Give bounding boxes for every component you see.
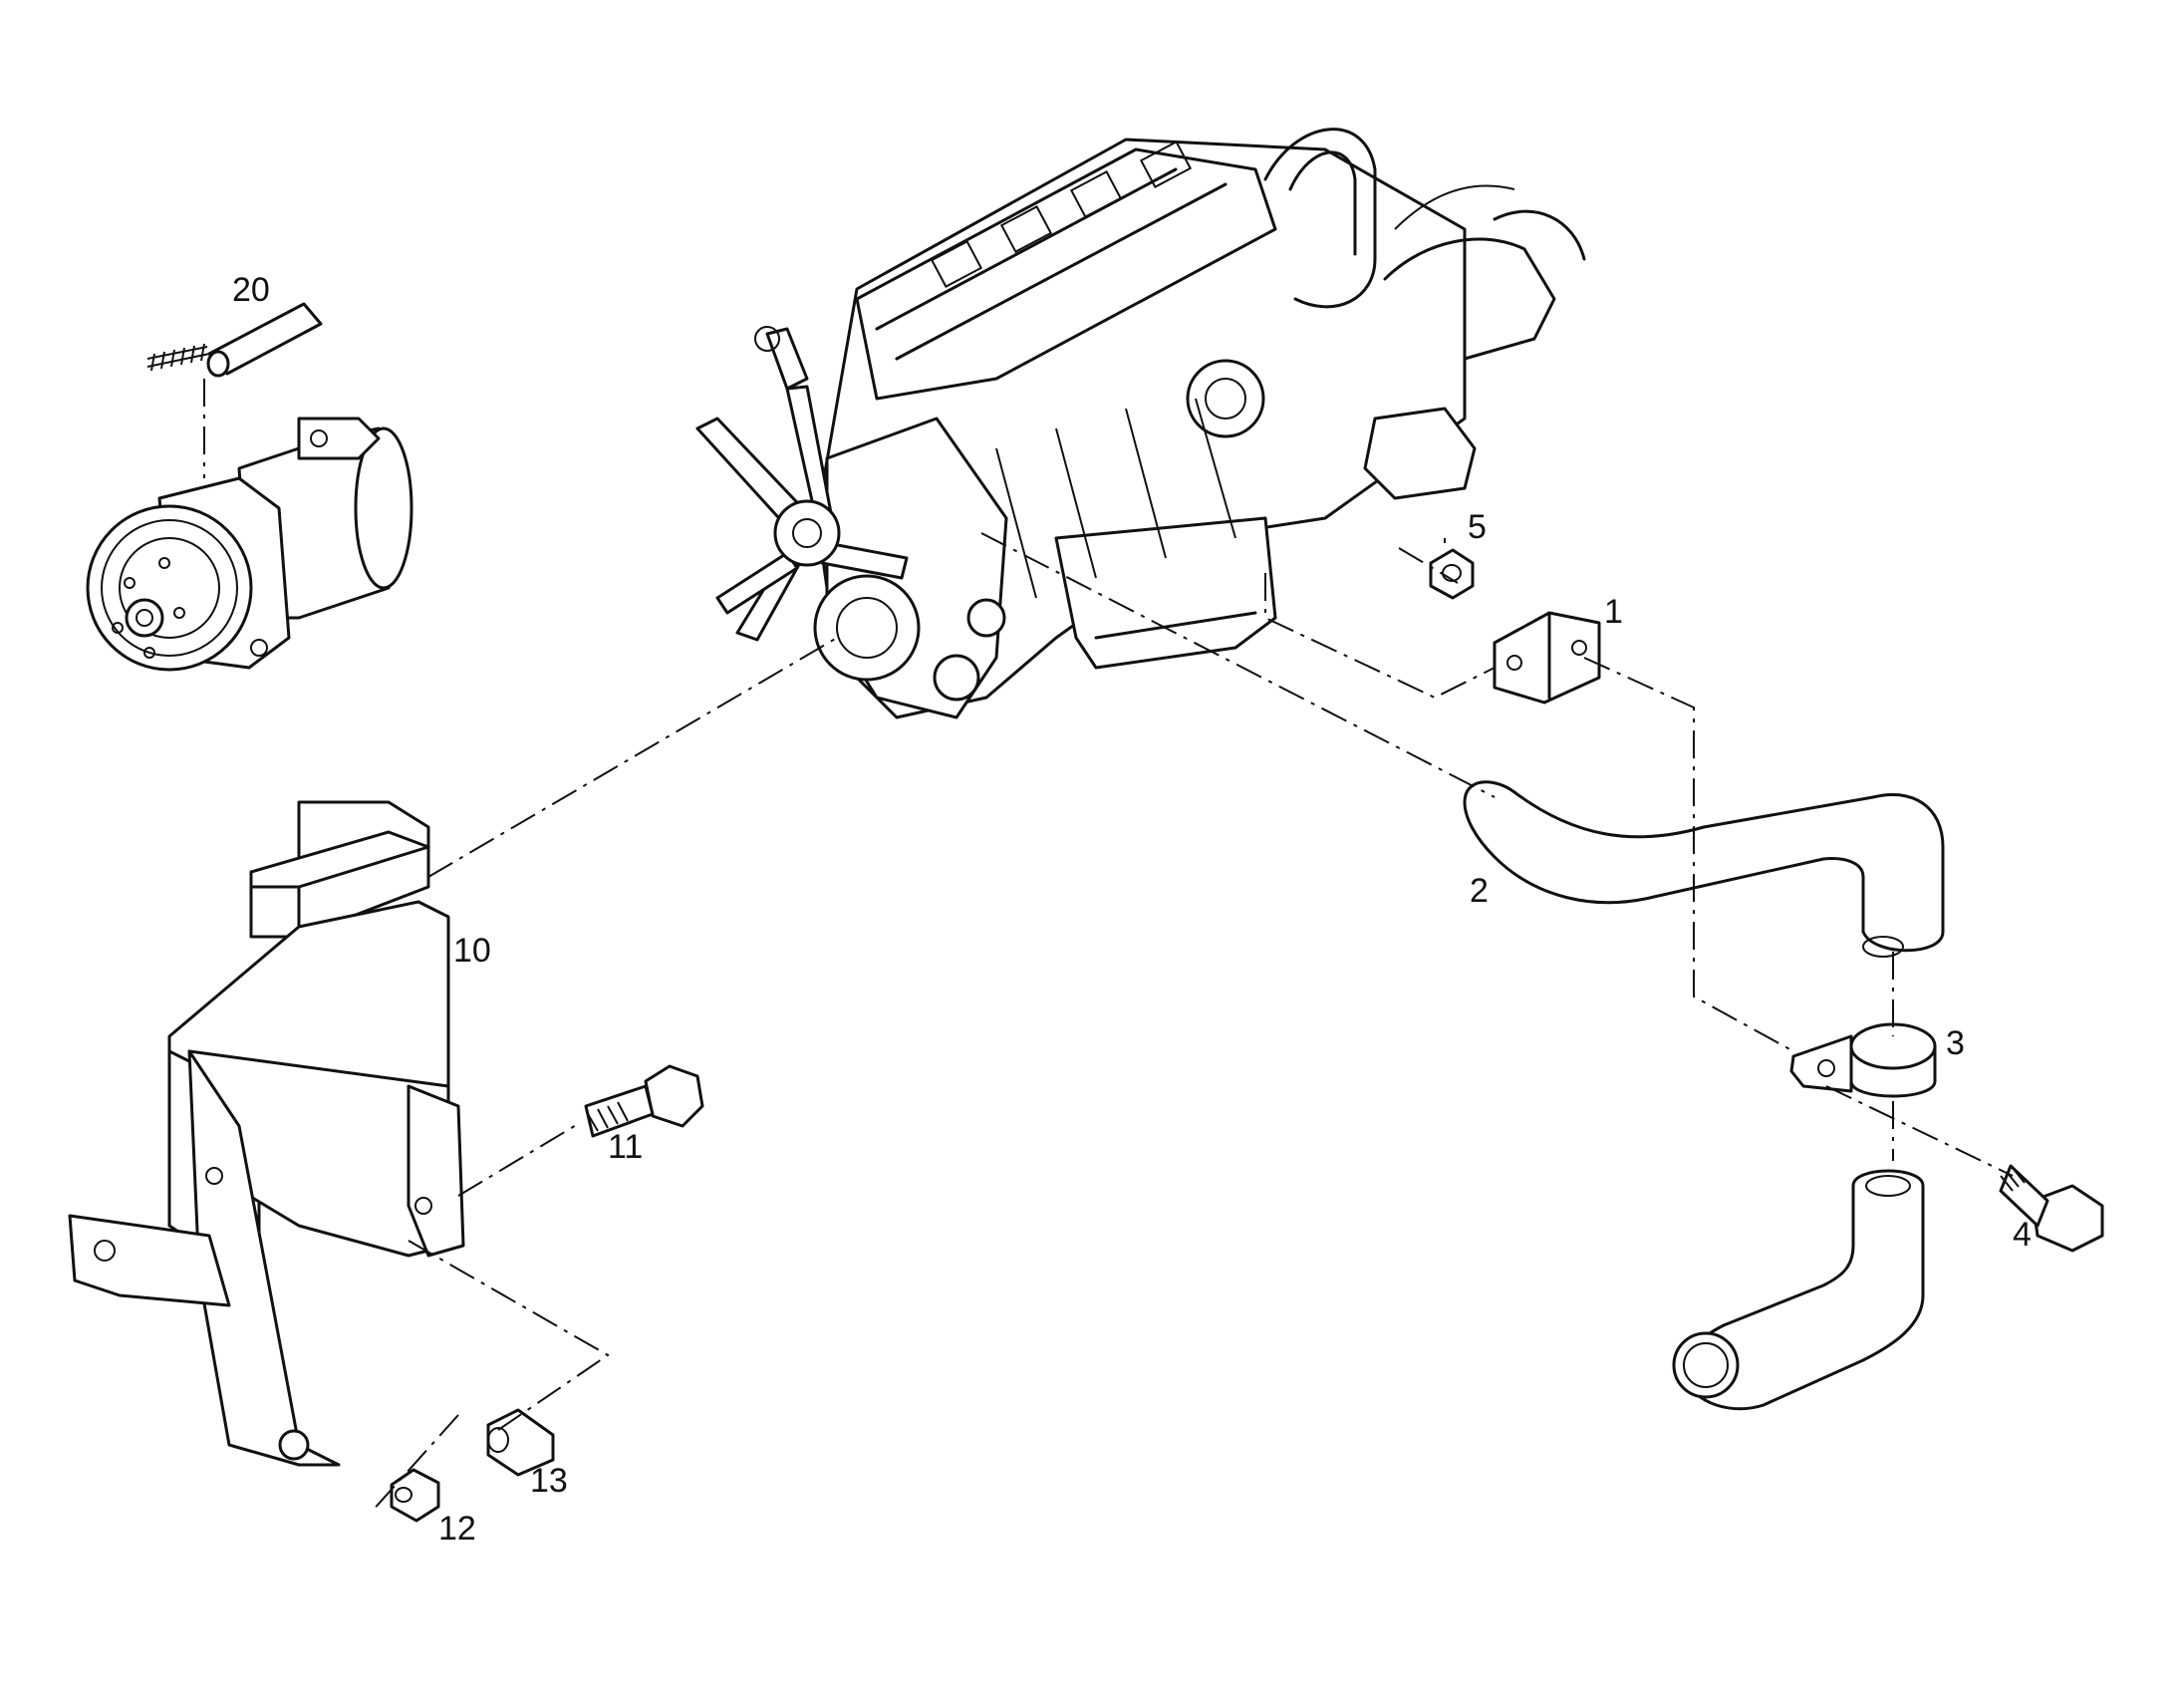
engine-assembly <box>695 128 1586 719</box>
callout-1: 1 <box>1604 593 1623 631</box>
part-3-clamp <box>1789 1022 1937 1098</box>
fan <box>695 385 909 642</box>
leader-lines <box>370 532 2014 1514</box>
callout-20: 20 <box>232 271 270 309</box>
part-1-bracket <box>1493 611 1601 705</box>
callouts: 1 2 3 4 5 10 11 12 13 20 <box>232 271 2032 1548</box>
callout-11: 11 <box>608 1128 643 1166</box>
part-2-hose <box>1463 780 1945 958</box>
part-10-bracket <box>68 800 465 1467</box>
part-12-nut <box>390 1468 440 1523</box>
part-20-stud <box>146 302 323 378</box>
callout-2: 2 <box>1470 872 1489 910</box>
part-5-nut <box>1429 548 1475 600</box>
part-11-bolt <box>584 1064 704 1138</box>
callout-5: 5 <box>1468 508 1487 546</box>
callout-3: 3 <box>1946 1024 1965 1062</box>
ac-compressor <box>86 417 413 672</box>
callout-12: 12 <box>438 1510 476 1548</box>
part-2-lower-hose <box>1672 1169 1925 1411</box>
callout-13: 13 <box>530 1462 568 1500</box>
callout-4: 4 <box>2013 1216 2032 1254</box>
callout-10: 10 <box>453 932 491 970</box>
part-4-bolt <box>1999 1164 2104 1253</box>
